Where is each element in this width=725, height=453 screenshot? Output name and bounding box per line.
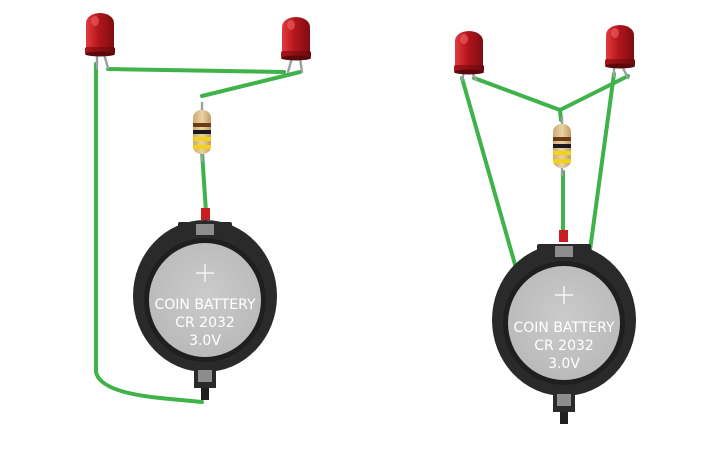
led-red[interactable] (85, 13, 115, 57)
wire-led4-to-junction[interactable] (558, 74, 630, 112)
left-circuit: COIN BATTERY CR 2032 3.0V (85, 13, 311, 404)
battery-label-line1: COIN BATTERY (513, 320, 614, 336)
resistor[interactable] (551, 114, 573, 178)
led-red[interactable] (454, 31, 484, 75)
resistor[interactable] (191, 100, 213, 164)
battery-label-line3: 3.0V (189, 333, 221, 349)
coin-battery-holder[interactable]: COIN BATTERY CR 2032 3.0V (492, 230, 636, 424)
wire-led3-to-battery[interactable] (460, 76, 518, 270)
led-red[interactable] (605, 25, 635, 69)
battery-label-line2: CR 2032 (534, 338, 594, 354)
wire-led3-to-junction[interactable] (472, 76, 562, 112)
battery-label-line1: COIN BATTERY (154, 297, 255, 313)
coin-battery-holder[interactable]: COIN BATTERY CR 2032 3.0V (133, 208, 277, 400)
led-red[interactable] (281, 17, 311, 61)
wire-led4-to-battery[interactable] (588, 72, 616, 252)
wire-led1-to-led2[interactable] (106, 67, 286, 74)
wire-led1-to-battery-neg[interactable] (94, 62, 204, 404)
wire-junction-to-resistor[interactable] (200, 70, 302, 98)
right-circuit: COIN BATTERY CR 2032 3.0V (454, 25, 636, 424)
battery-label-line2: CR 2032 (175, 315, 235, 331)
battery-label-line3: 3.0V (548, 356, 580, 372)
